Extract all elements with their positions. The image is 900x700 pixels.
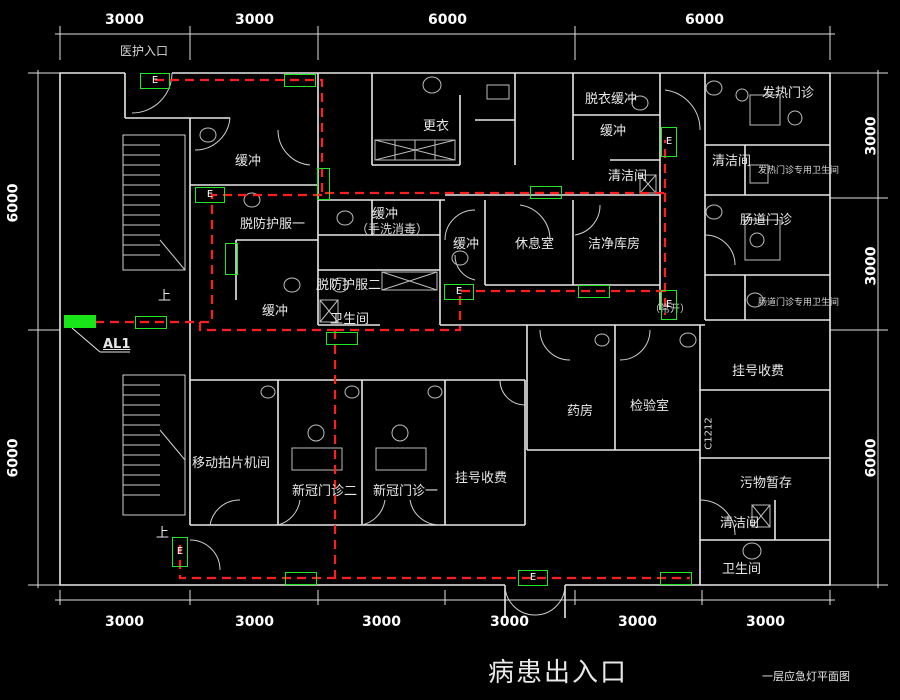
label-lab: 检验室	[630, 399, 670, 414]
dim-bottom-3: 3000	[362, 614, 401, 630]
label-cleaning-1: 清洁间	[608, 169, 648, 184]
evacuation-arrow-light	[326, 332, 358, 345]
door-swings	[131, 72, 736, 616]
label-washroom-small: 卫生间	[330, 312, 370, 327]
label-handwash-note: （手洗消毒）	[356, 222, 429, 236]
stair-treads	[123, 144, 186, 496]
dim-bottom-4: 3000	[490, 614, 529, 630]
evacuation-arrow-light	[578, 285, 610, 298]
evacuation-arrow-light	[284, 74, 316, 87]
dim-bottom-2: 3000	[235, 614, 274, 630]
label-reg-pay-2: 挂号收费	[732, 364, 785, 379]
label-staff-entrance: 医护入口	[120, 44, 169, 58]
label-waste-storage: 污物暂存	[740, 476, 793, 491]
exit-sign: E	[444, 284, 474, 300]
label-rest-room: 休息室	[515, 237, 555, 252]
label-reg-pay-1: 挂号收费	[455, 471, 508, 486]
dim-top-1: 3000	[105, 12, 144, 28]
evacuation-arrow-light	[225, 243, 238, 275]
panel-label: AL1	[103, 337, 131, 352]
label-door-note: （常开）	[650, 304, 690, 315]
exit-sign: E	[518, 570, 548, 586]
evacuation-arrow-light	[660, 572, 692, 585]
dim-top-3: 6000	[428, 12, 467, 28]
label-mobile-xray: 移动拍片机间	[192, 456, 271, 471]
sheet-title: 一层应急灯平面图	[762, 670, 850, 683]
evacuation-arrow-light	[530, 186, 562, 199]
dim-bottom-5: 3000	[618, 614, 657, 630]
emergency-wiring-route	[95, 78, 690, 580]
plumbing-fixtures	[199, 76, 803, 560]
label-cleaning-2: 清洁间	[712, 154, 752, 169]
evacuation-arrow-light	[317, 168, 330, 200]
label-up-2: 上	[156, 526, 170, 541]
distribution-panel	[64, 315, 96, 328]
main-entrance-label: 病患出入口	[488, 658, 629, 688]
label-buffer-handwash: 缓冲	[372, 207, 399, 222]
label-buffer-2: 缓冲	[262, 304, 289, 319]
dim-bottom-6: 3000	[746, 614, 785, 630]
label-intestinal-wc-note: 肠道门诊专用卫生间	[758, 298, 840, 308]
label-undress-buffer: 脱衣缓冲	[585, 92, 638, 107]
exit-sign: E	[661, 290, 677, 320]
dim-top-2: 3000	[235, 12, 274, 28]
exit-sign: E	[172, 537, 188, 567]
label-new-clinic-2: 新冠门诊二	[292, 484, 358, 499]
label-ppe-off-1: 脱防护服一	[240, 217, 306, 232]
label-door-code: C1212	[703, 417, 715, 450]
dim-left-2: 6000	[5, 438, 22, 478]
label-cleaning-3: 清洁间	[720, 516, 760, 531]
evacuation-arrow-light	[135, 316, 167, 329]
label-changing: 更衣	[423, 119, 450, 134]
label-new-clinic-1: 新冠门诊一	[373, 484, 439, 499]
label-pharmacy: 药房	[567, 404, 594, 419]
dim-right-2: 3000	[863, 246, 880, 286]
label-buffer-4: 缓冲	[600, 124, 627, 139]
label-clean-storage: 洁净库房	[588, 237, 641, 252]
dimension-lines	[28, 26, 888, 605]
exit-sign: E	[195, 187, 225, 203]
dim-left-1: 6000	[5, 183, 22, 223]
dim-bottom-1: 3000	[105, 614, 144, 630]
dim-right-1: 3000	[863, 116, 880, 156]
dim-right-3: 6000	[863, 438, 880, 478]
label-fever-wc-note: 发热门诊专用卫生间	[758, 166, 840, 176]
evacuation-arrow-light	[285, 572, 317, 585]
label-buffer-1: 缓冲	[235, 154, 262, 169]
label-intestinal-clinic: 肠道门诊	[740, 213, 793, 228]
exit-sign: E	[661, 127, 677, 157]
interior-walls	[122, 73, 830, 585]
exit-sign: E	[140, 73, 170, 89]
label-buffer-3: 缓冲	[453, 237, 480, 252]
label-up-1: 上	[158, 289, 172, 304]
label-fever-clinic: 发热门诊	[762, 86, 815, 101]
dim-top-4: 6000	[685, 12, 724, 28]
label-ppe-off-2: 脱防护服二	[316, 278, 382, 293]
label-toilet: 卫生间	[722, 562, 762, 577]
